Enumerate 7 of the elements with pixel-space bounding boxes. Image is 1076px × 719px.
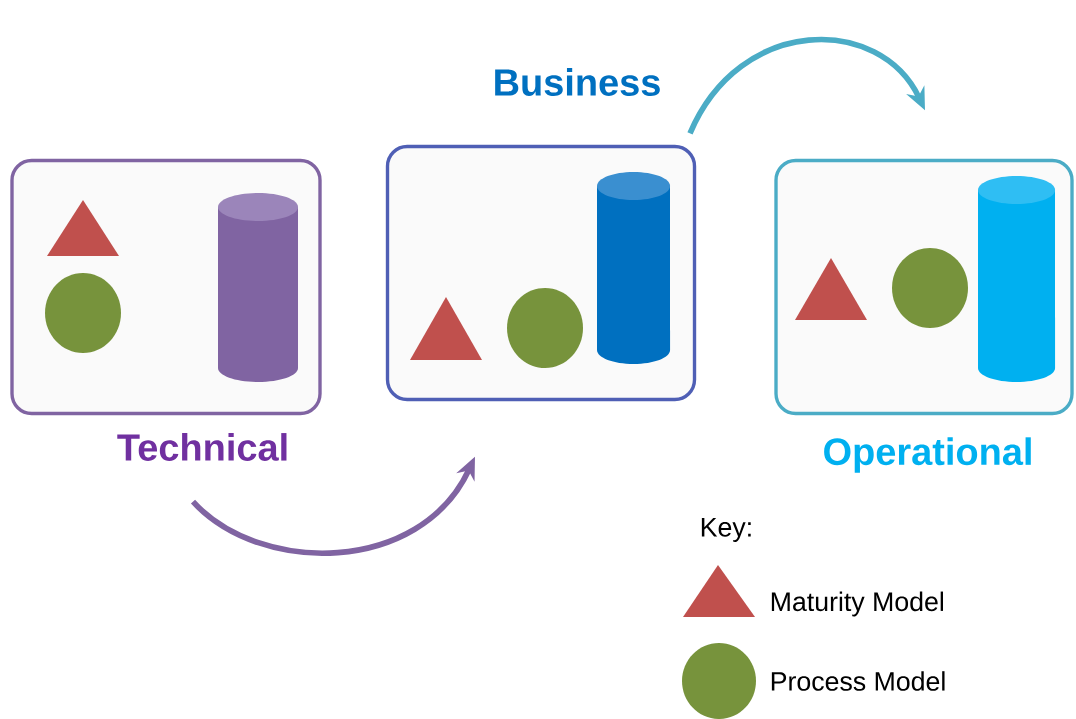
curved-arrow <box>687 37 925 135</box>
legend-label: Maturity Model <box>771 591 944 617</box>
box-heading: Business <box>495 68 660 96</box>
legend-label: Process Model <box>771 671 945 691</box>
box-heading: Operational <box>824 437 1031 473</box>
key-heading: Key: <box>701 518 751 542</box>
box-heading: Technical <box>117 433 287 461</box>
